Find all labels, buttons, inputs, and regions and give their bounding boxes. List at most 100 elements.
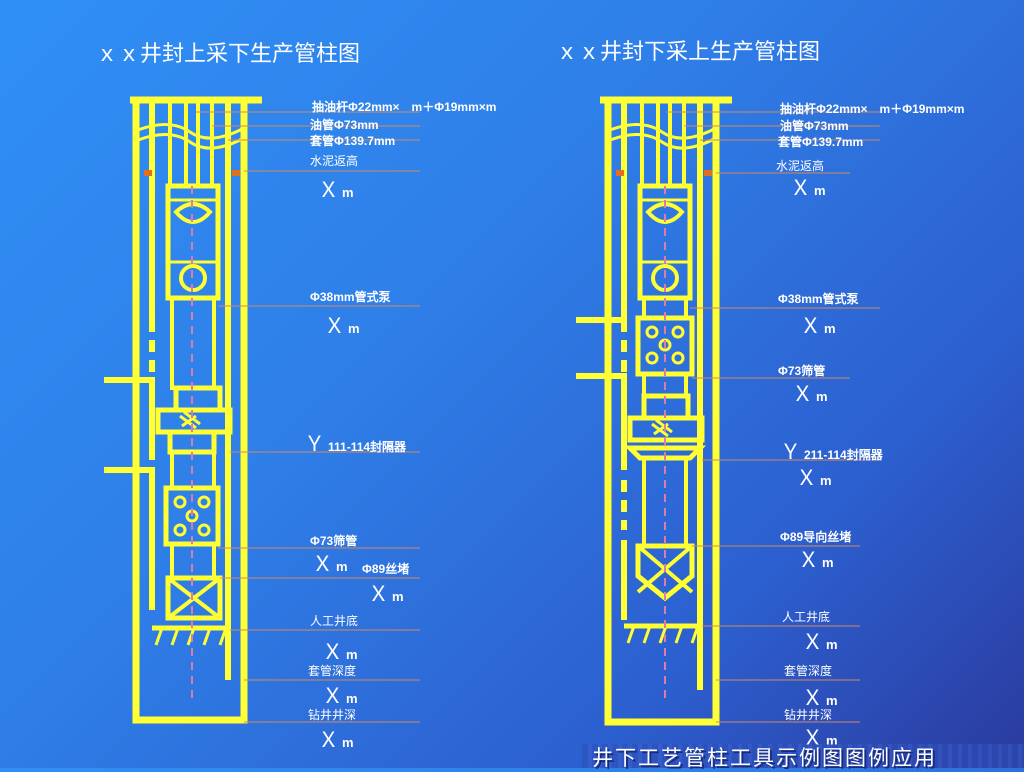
left-casing-label: 套管Φ139.7mm — [310, 134, 396, 148]
left-perf-arm-lower — [104, 467, 155, 610]
left-cement-mark-r — [232, 170, 240, 176]
depth-value: Ｘ — [324, 314, 345, 338]
right-screen-hole — [671, 325, 685, 339]
left-plug — [165, 575, 223, 621]
left-pump-valve-upper — [173, 202, 213, 224]
left-bottom-label: 人工井底 — [310, 614, 359, 628]
right-guide-plug — [635, 543, 695, 602]
right-break-line-1 — [609, 123, 717, 140]
depth-value: Ｘ — [368, 582, 389, 606]
left-break-line-2 — [137, 133, 245, 150]
depth-unit: m — [392, 589, 404, 604]
right-cement-label: 水泥返高 — [776, 159, 825, 173]
left-screen-hole — [197, 523, 211, 537]
depth-value: Ｘ — [322, 640, 343, 664]
right-well-schematic — [576, 96, 880, 726]
left-pump-label: Φ38mm管式泵 — [310, 290, 391, 304]
left-screen-hole — [173, 523, 187, 537]
right-drill-depth-label: 钻井井深 — [784, 708, 833, 722]
right-cement-mark-l — [616, 170, 624, 176]
left-packer-top — [173, 385, 223, 413]
slide-caption: 井下工艺管柱工具示例图图例应用 — [592, 746, 937, 770]
left-packer-hatch — [179, 410, 201, 430]
depth-unit: m — [342, 735, 354, 750]
right-bottom-hatch — [626, 625, 700, 644]
left-screen-hole — [173, 495, 187, 509]
left-tubing-label: 油管Φ73mm — [310, 118, 379, 132]
depth-unit: m — [342, 185, 354, 200]
right-plug-label: Φ89导向丝堵 — [780, 530, 852, 544]
packer-model: 111-114封隔器 — [328, 440, 407, 454]
right-screen-hole — [671, 351, 685, 365]
left-break-line-1 — [137, 123, 245, 140]
depth-value: Ｘ — [798, 548, 819, 572]
right-casing-label: 套管Φ139.7mm — [778, 135, 864, 149]
depth-unit: m — [824, 321, 836, 336]
left-screen-label: Φ73筛管 — [310, 534, 358, 548]
right-screen-hole — [645, 325, 659, 339]
depth-unit: m — [822, 555, 834, 570]
depth-value: Ｘ — [802, 686, 823, 710]
depth-unit: m — [816, 389, 828, 404]
depth-unit: m — [348, 321, 360, 336]
right-casing-depth-label: 套管深度 — [784, 664, 833, 678]
caption-band — [582, 744, 1024, 768]
right-tubing-label: 油管Φ73mm — [780, 119, 849, 133]
left-rod-label: 抽油杆Φ22mm× m＋Φ19mm×m — [312, 100, 497, 114]
depth-value: Ｘ — [796, 466, 817, 490]
depth-value: Ｘ — [318, 178, 339, 202]
depth-unit: m — [346, 647, 358, 662]
packer-symbol: Ｙ — [780, 440, 801, 464]
right-pump-label: Φ38mm管式泵 — [778, 292, 859, 306]
packer-symbol: Ｙ — [304, 432, 325, 456]
depth-unit: m — [826, 733, 838, 748]
depth-value: Ｘ — [792, 382, 813, 406]
right-diagram-title: ｘｘ井封下采上生产管柱图 — [556, 40, 821, 65]
left-diagram-title: ｘｘ井封上采下生产管柱图 — [96, 42, 361, 67]
depth-unit: m — [820, 473, 832, 488]
right-break-line-2 — [609, 133, 717, 150]
depth-value: Ｘ — [800, 314, 821, 338]
packer-model: 211-114封隔器 — [804, 448, 883, 462]
depth-value: Ｘ — [318, 728, 339, 752]
depth-value: Ｘ — [312, 552, 333, 576]
left-screen-hole — [197, 495, 211, 509]
depth-value: Ｘ — [790, 176, 811, 200]
left-cement-label: 水泥返高 — [310, 154, 359, 168]
depth-unit: m — [826, 693, 838, 708]
right-casing-outer — [604, 97, 720, 726]
left-drill-depth-label: 钻井井深 — [308, 708, 357, 722]
right-cement-mark-r — [704, 170, 712, 176]
right-packer-hatch — [651, 418, 673, 438]
depth-value: Ｘ — [322, 684, 343, 708]
left-perf-arm-upper — [104, 377, 155, 460]
left-leaders — [196, 111, 420, 723]
depth-unit: m — [336, 559, 348, 574]
depth-unit: m — [826, 637, 838, 652]
right-screen-hole — [645, 351, 659, 365]
left-casing-outer — [132, 97, 248, 724]
right-leaders — [666, 111, 880, 723]
right-rod-label: 抽油杆Φ22mm× m＋Φ19mm×m — [780, 102, 965, 116]
depth-value: Ｘ — [802, 630, 823, 654]
right-pump-valve-upper — [645, 202, 685, 224]
left-plug-label: Φ89丝堵 — [362, 562, 410, 576]
left-casing-depth-label: 套管深度 — [308, 664, 357, 678]
depth-unit: m — [814, 183, 826, 198]
